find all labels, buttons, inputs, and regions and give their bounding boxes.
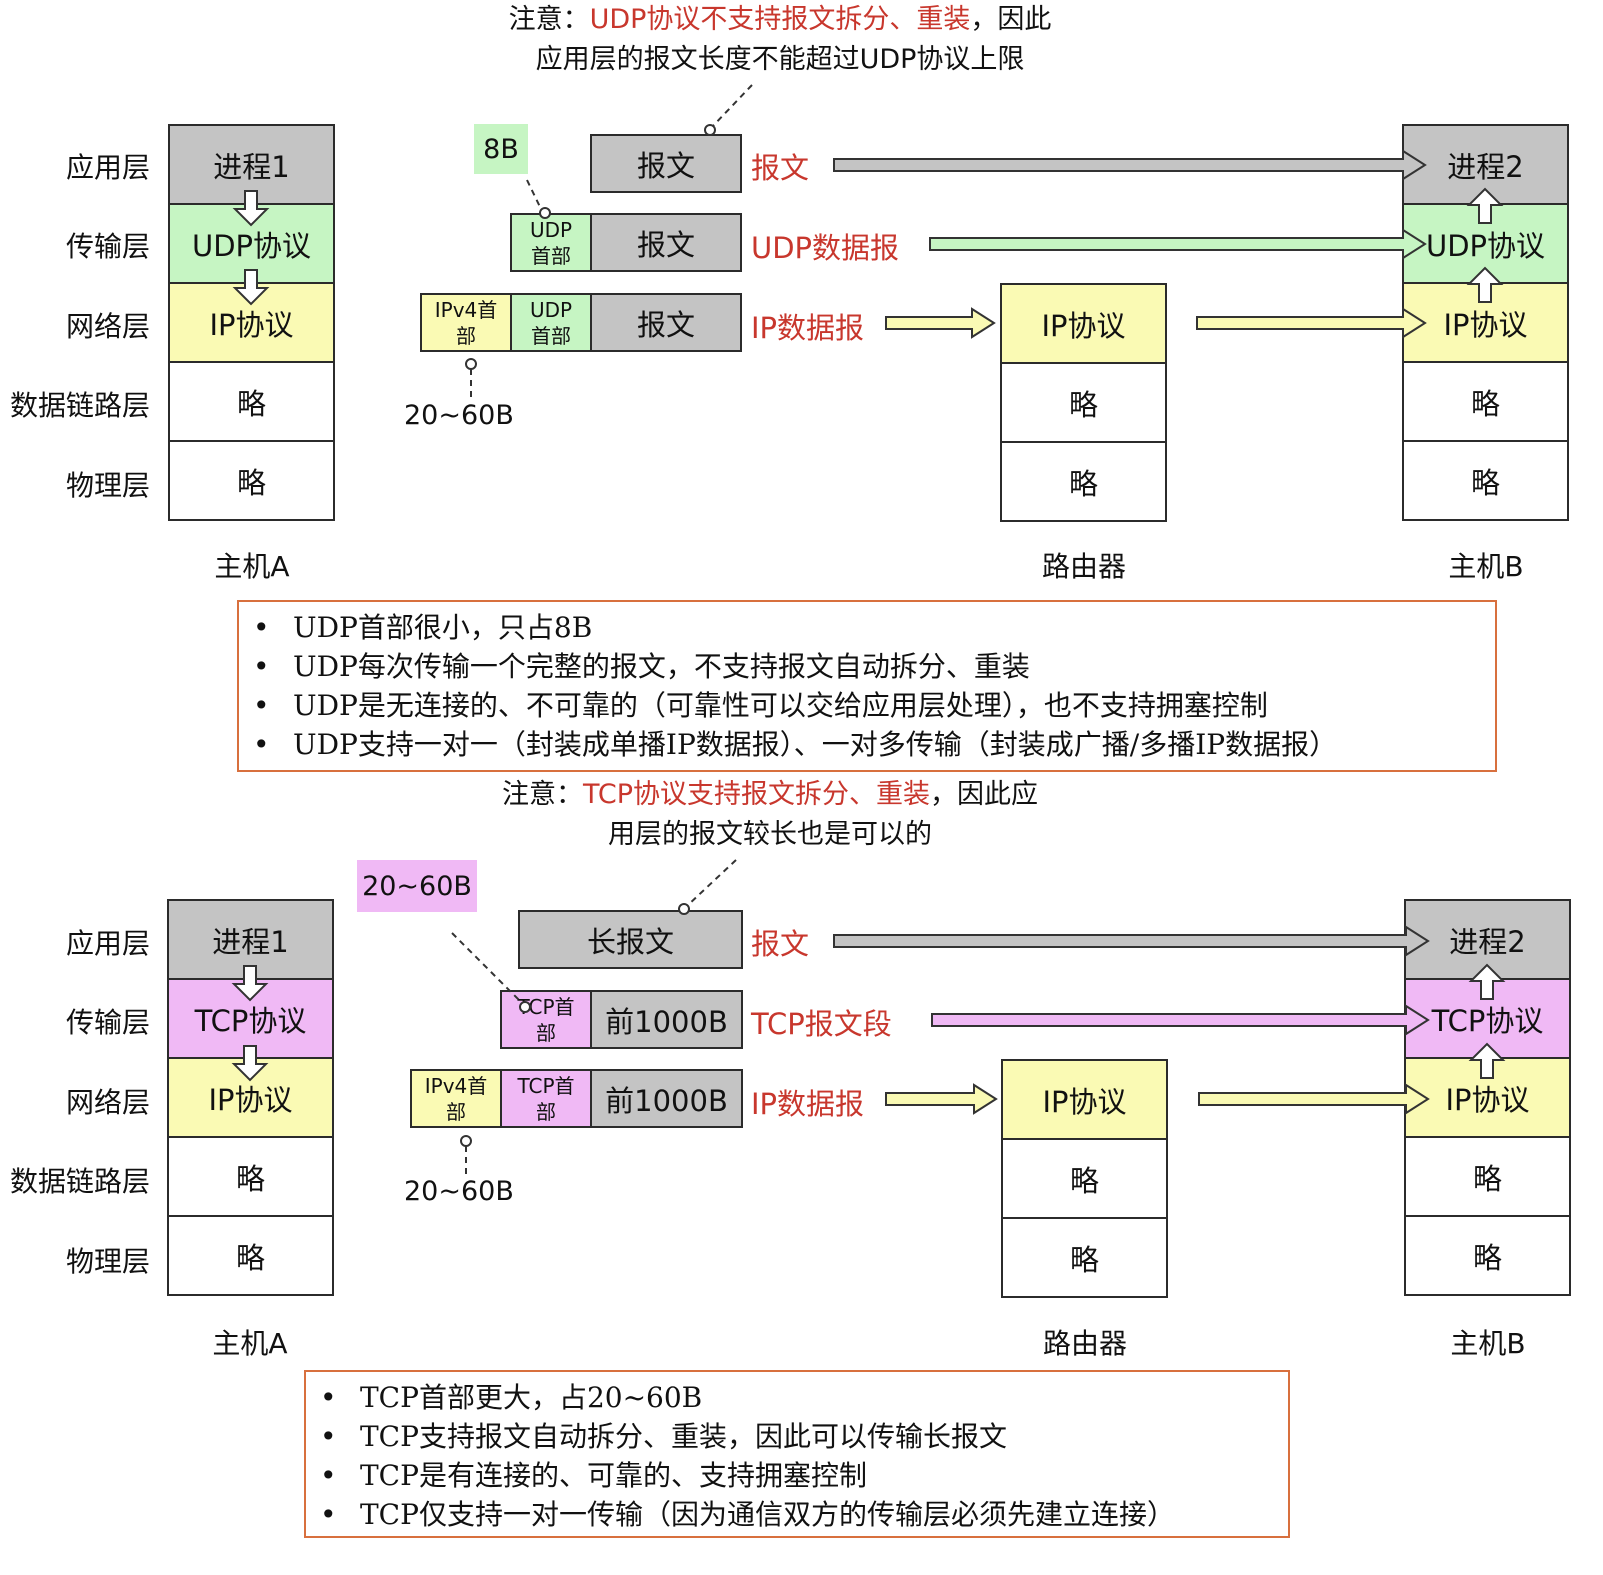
green-right-arrow-icon	[929, 228, 1427, 260]
tcp-router-stack: IP协议 略 略	[1001, 1059, 1168, 1298]
layer-label-transport: 传输层	[65, 230, 150, 263]
pointer-dot-icon	[519, 1001, 531, 1013]
layer-label-physical: 物理层	[65, 469, 150, 502]
udp-router-stack: IP协议 略 略	[1000, 283, 1167, 522]
pointer-dot-icon	[678, 903, 690, 915]
tcp-segment-payload: 前1000B	[590, 990, 743, 1049]
yellow-right-arrow-icon	[1196, 307, 1427, 339]
tcp-bullet: TCP支持报文自动拆分、重装，因此可以传输长报文	[306, 1417, 1288, 1456]
layer-label-network: 网络层	[65, 1086, 150, 1119]
tcp-bullet: TCP仅支持一对一传输（因为通信双方的传输层必须先建立连接）	[306, 1495, 1288, 1534]
tcp-bullet: TCP是有连接的、可靠的、支持拥塞控制	[306, 1456, 1288, 1495]
pointer-dot-icon	[460, 1135, 472, 1147]
ip-header-size: 20~60B	[404, 1176, 514, 1207]
gray-right-arrow-icon	[833, 925, 1430, 957]
tcp-hostA-caption: 主机A	[212, 1327, 288, 1360]
router-physical: 略	[1000, 441, 1167, 522]
pointer-dot-icon	[704, 124, 716, 136]
hostA-ip: IP协议	[167, 1057, 334, 1138]
router-physical: 略	[1001, 1217, 1168, 1298]
layer-label-transport: 传输层	[65, 1006, 150, 1039]
yellow-right-arrow-icon	[1198, 1083, 1430, 1115]
down-arrow-icon	[233, 965, 267, 1001]
layer-label-app: 应用层	[65, 927, 150, 960]
udp-header-block: UDP首部	[510, 213, 592, 272]
udp-note-line2: 应用层的报文长度不能超过UDP协议上限	[535, 44, 1025, 75]
tcp-note-line2: 用层的报文较长也是可以的	[608, 819, 932, 850]
ipv4-header-block: IPv4首部	[420, 293, 512, 352]
tcp-header-size-tag: 20~60B	[357, 860, 477, 912]
hostA-physical: 略	[168, 440, 335, 521]
tcp-router-caption: 路由器	[1042, 1327, 1127, 1360]
yellow-right-arrow-icon	[885, 1083, 998, 1115]
label-message: 报文	[751, 927, 810, 961]
up-arrow-icon	[1468, 188, 1502, 224]
label-tcp-segment: TCP报文段	[751, 1007, 892, 1041]
udp-bullet: UDP支持一对一（封装成单播IP数据报）、一对多传输（封装成广播/多播IP数据报…	[239, 725, 1495, 764]
tcp-hostB-stack: 进程2 TCP协议 IP协议 略 略	[1404, 899, 1571, 1296]
layer-label-link: 数据链路层	[9, 1165, 150, 1198]
udp-bullet: UDP首部很小，只占8B	[239, 608, 1495, 647]
router-ip: IP协议	[1000, 283, 1167, 364]
pointer-dot-icon	[539, 207, 551, 219]
udp-router-caption: 路由器	[1041, 550, 1126, 583]
udp-hostA-caption: 主机A	[214, 550, 290, 583]
hostB-link: 略	[1404, 1136, 1571, 1217]
down-arrow-icon	[233, 1045, 267, 1081]
udp-app-message: 报文	[590, 134, 742, 193]
layer-label-app: 应用层	[65, 151, 150, 184]
udp-hostB-caption: 主机B	[1448, 550, 1524, 583]
ip-datagram-payload: 前1000B	[590, 1069, 743, 1128]
tcp-hostB-caption: 主机B	[1450, 1327, 1526, 1360]
udp-note: 注意：UDP协议不支持报文拆分、重装，因此 应用层的报文长度不能超过UDP协议上…	[430, 0, 1130, 80]
down-arrow-icon	[234, 269, 268, 305]
tcp-long-message: 长报文	[518, 910, 743, 969]
pointer-dot-icon	[465, 358, 477, 370]
gray-right-arrow-icon	[833, 149, 1427, 181]
ip-tcp-header-block: TCP首部	[500, 1069, 592, 1128]
ip-datagram-payload: 报文	[590, 293, 742, 352]
pink-right-arrow-icon	[931, 1004, 1430, 1036]
layer-label-network: 网络层	[65, 310, 150, 343]
router-ip: IP协议	[1001, 1059, 1168, 1140]
hostB-link: 略	[1402, 361, 1569, 442]
udp-note-highlight: UDP协议不支持报文拆分、重装	[589, 4, 971, 35]
udp-summary-box: UDP首部很小，只占8B UDP每次传输一个完整的报文，不支持报文自动拆分、重装…	[237, 600, 1497, 772]
udp-bullet: UDP每次传输一个完整的报文，不支持报文自动拆分、重装	[239, 647, 1495, 686]
tcp-note-highlight: TCP协议支持报文拆分、重装	[582, 779, 931, 810]
down-arrow-icon	[234, 190, 268, 226]
hostB-process: 进程2	[1404, 899, 1571, 980]
label-ip-datagram: IP数据报	[751, 1087, 865, 1121]
layer-label-physical: 物理层	[65, 1245, 150, 1278]
udp-bullet: UDP是无连接的、不可靠的（可靠性可以交给应用层处理），也不支持拥塞控制	[239, 686, 1495, 725]
hostB-physical: 略	[1402, 440, 1569, 521]
up-arrow-icon	[1470, 964, 1504, 1000]
ip-header-size: 20~60B	[404, 400, 514, 431]
yellow-right-arrow-icon	[885, 307, 996, 339]
hostA-udp: UDP协议	[168, 203, 335, 284]
ipv4-header-block: IPv4首部	[410, 1069, 502, 1128]
label-ip-datagram: IP数据报	[751, 311, 865, 345]
ip-udp-header-block: UDP首部	[510, 293, 592, 352]
up-arrow-icon	[1468, 267, 1502, 303]
hostA-physical: 略	[167, 1215, 334, 1296]
hostB-physical: 略	[1404, 1215, 1571, 1296]
udp-datagram-payload: 报文	[590, 213, 742, 272]
label-message: 报文	[751, 151, 810, 185]
tcp-hostA-stack: 进程1 TCP协议 IP协议 略 略	[167, 899, 334, 1296]
udp-header-size-tag: 8B	[474, 124, 528, 174]
label-udp-datagram: UDP数据报	[751, 231, 900, 265]
up-arrow-icon	[1470, 1043, 1504, 1079]
layer-label-link: 数据链路层	[9, 389, 150, 422]
tcp-bullet: TCP首部更大，占20~60B	[306, 1378, 1288, 1417]
hostA-link: 略	[168, 361, 335, 442]
tcp-note: 注意：TCP协议支持报文拆分、重装，因此应 用层的报文较长也是可以的	[420, 775, 1120, 855]
tcp-summary-box: TCP首部更大，占20~60B TCP支持报文自动拆分、重装，因此可以传输长报文…	[304, 1370, 1290, 1538]
